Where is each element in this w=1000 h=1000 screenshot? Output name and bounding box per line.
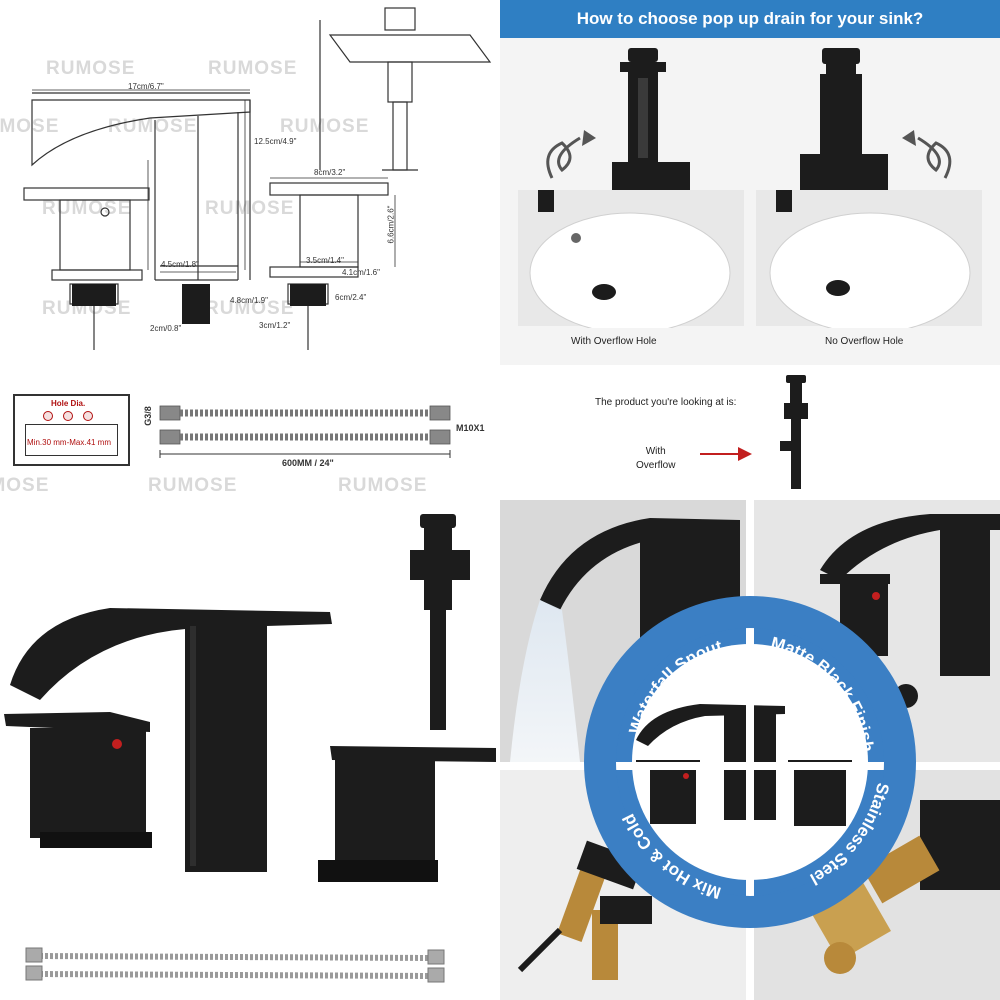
watermark: RUMOSE xyxy=(338,475,428,496)
watermark: RUMOSE xyxy=(208,58,298,79)
handle-base-label: 3.5cm/1.4" xyxy=(306,256,344,265)
watermark: RUMOSE xyxy=(280,116,370,137)
watermark: RUMOSE xyxy=(0,475,50,496)
handle-depth-label: 4.1cm/1.6" xyxy=(342,268,380,277)
hole-range: Min.30 mm-Max.41 mm xyxy=(27,438,112,447)
faucet-line-drawing xyxy=(23,7,492,350)
spout-base-label: 4.5cm/1.8" xyxy=(161,260,199,269)
drain-title: How to choose pop up drain for your sink… xyxy=(576,9,924,28)
hole-diameter-box: Hole Dia. Min.30 mm-Max.41 mm xyxy=(13,394,130,466)
handle-width-label: 8cm/3.2" xyxy=(314,168,346,177)
hole-icon xyxy=(83,411,93,421)
drain-choice-panel: How to choose pop up drain for your sink… xyxy=(500,0,1000,365)
overall-width-label: 17cm/6.7" xyxy=(128,82,164,91)
watermark: RUMOSE xyxy=(0,116,60,137)
handle-height-label: 6.6cm/2.6" xyxy=(386,205,396,244)
with-overflow-label: With Overflow xyxy=(636,446,676,471)
hose-thread-label: G3/8 xyxy=(142,406,153,426)
red-arrow-icon xyxy=(700,447,752,461)
product-drain-panel: The product you're looking at is: With O… xyxy=(500,365,1000,500)
hole-icon xyxy=(63,411,73,421)
watermark: RUMOSE xyxy=(205,198,295,219)
watermark: RUMOSE xyxy=(148,475,238,496)
shank-label: 2cm/0.8" xyxy=(150,324,182,333)
drain-title-banner: How to choose pop up drain for your sink… xyxy=(500,0,1000,38)
spout-tail-label: 4.8cm/1.9" xyxy=(230,296,268,305)
hose-nut-label: M10X1 xyxy=(456,423,485,433)
faucet-set-panel xyxy=(0,500,500,1000)
hose-length-label: 600MM / 24" xyxy=(282,458,334,468)
handle-nut-label: 3cm/1.2" xyxy=(259,321,291,330)
features-panel: Waterfall Spout Matte Black Finish Mix H… xyxy=(500,500,1000,1000)
watermark: RUMOSE xyxy=(46,58,136,79)
hole-icon xyxy=(43,411,53,421)
option-no-overflow-label: No Overflow Hole xyxy=(825,336,904,347)
overall-height-label: 12.5cm/4.9" xyxy=(254,137,297,146)
option-with-overflow-label: With Overflow Hole xyxy=(571,336,657,347)
drain-options-illustration xyxy=(518,48,982,328)
hose-drawing xyxy=(159,405,451,458)
features-illustration: Waterfall Spout Matte Black Finish Mix H… xyxy=(500,500,1000,1000)
dimension-diagram-panel: RUMOSE RUMOSE RUMOSE RUMOSE RUMOSE RUMOS… xyxy=(0,0,500,365)
faucet-set-image xyxy=(4,514,496,983)
handle-shank-label: 6cm/2.4" xyxy=(335,293,367,302)
watermark: RUMOSE xyxy=(205,298,295,319)
hole-diameter-title: Hole Dia. xyxy=(51,399,86,408)
looking-at-label: The product you're looking at is: xyxy=(595,397,737,408)
hose-spec-panel: RUMOSE RUMOSE RUMOSE Hole Dia. Min.30 mm… xyxy=(0,365,500,500)
product-drain-image xyxy=(780,375,808,489)
